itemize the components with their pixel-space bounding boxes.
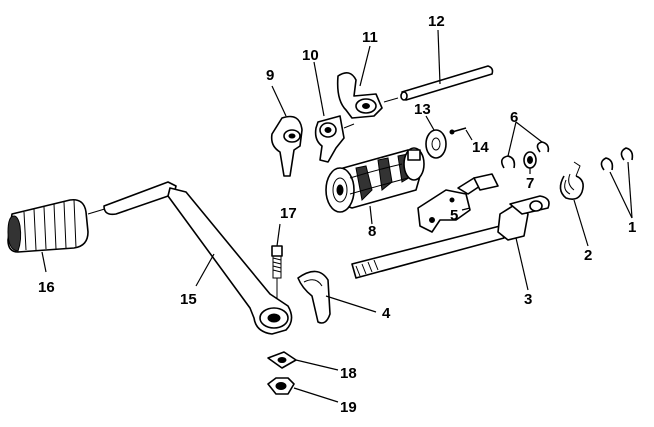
- shift-fork-middle: [314, 115, 355, 163]
- label-part-11: 11: [362, 29, 378, 46]
- label-part-16: 16: [38, 279, 55, 296]
- shift-fork-right: [336, 72, 383, 119]
- label-part-10: 10: [302, 47, 319, 64]
- leader-lines: [41, 29, 633, 403]
- label-part-8: 8: [368, 223, 376, 240]
- label-part-13: 13: [414, 101, 431, 118]
- label-part-6: 6: [510, 109, 518, 126]
- foot-peg-rubber: [7, 198, 109, 253]
- fork-rod: [383, 65, 494, 103]
- shift-pawl: [417, 173, 499, 233]
- drum-washer: [425, 129, 447, 159]
- washer: [267, 351, 297, 369]
- label-part-5: 5: [450, 207, 458, 224]
- label-part-12: 12: [428, 13, 445, 30]
- shift-arm: [297, 270, 331, 324]
- label-part-17: 17: [280, 205, 297, 222]
- label-part-4: 4: [382, 305, 391, 322]
- shift-shaft: [351, 195, 550, 279]
- roller: [523, 151, 537, 169]
- bolt: [271, 245, 283, 298]
- shift-lever: [103, 181, 293, 335]
- label-part-2: 2: [584, 247, 592, 264]
- label-part-15: 15: [180, 291, 197, 308]
- label-part-3: 3: [524, 291, 532, 308]
- label-part-7: 7: [526, 175, 534, 192]
- label-part-1: 1: [628, 219, 636, 236]
- shift-drum: [325, 147, 425, 213]
- shift-fork-left: [270, 115, 303, 177]
- return-spring: [559, 161, 584, 200]
- label-part-9: 9: [266, 67, 274, 84]
- label-part-14: 14: [472, 139, 489, 156]
- label-part-19: 19: [340, 399, 357, 416]
- end-circlips: [600, 147, 634, 171]
- label-part-18: 18: [340, 365, 357, 382]
- nut: [267, 377, 295, 395]
- pin: [449, 127, 467, 135]
- part-labels: 1 2 3 4 5 6 7 8 9 10 11 12 13 14 15 16 1…: [38, 13, 636, 416]
